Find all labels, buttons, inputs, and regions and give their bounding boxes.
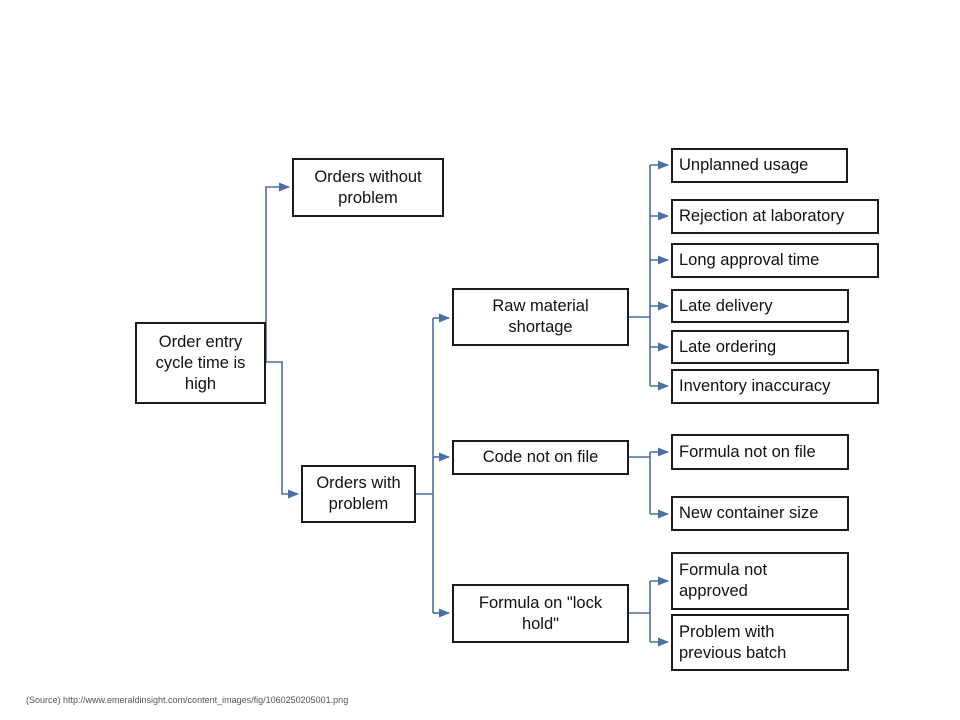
node-formula-not-approved: Formula not approved bbox=[671, 552, 849, 610]
node-label: Raw material shortage bbox=[492, 297, 589, 336]
node-label: Formula on "lock hold" bbox=[478, 593, 603, 633]
edge-root-to-without bbox=[265, 182, 291, 362]
node-late-ordering: Late ordering bbox=[671, 330, 849, 364]
node-label: Unplanned usage bbox=[679, 156, 809, 174]
node-formula-on-lock-hold: Formula on "lock hold" bbox=[452, 584, 629, 643]
node-code-not-on-file: Code not on file bbox=[452, 440, 629, 475]
node-late-delivery: Late delivery bbox=[671, 289, 849, 323]
node-label: Rejection at laboratory bbox=[679, 207, 845, 225]
source-citation: (Source) http://www.emeraldinsight.com/c… bbox=[26, 695, 349, 705]
node-label: Orders with problem bbox=[316, 474, 401, 513]
node-label: Formula not approved bbox=[679, 561, 768, 600]
node-label: Long approval time bbox=[679, 251, 820, 269]
node-unplanned-usage: Unplanned usage bbox=[671, 148, 848, 183]
edge-root-to-with bbox=[266, 361, 300, 499]
node-label: Late ordering bbox=[679, 337, 777, 356]
node-label: Late delivery bbox=[679, 296, 773, 315]
node-label: Formula not on file bbox=[679, 442, 816, 461]
node-label: Problem with previous batch bbox=[679, 622, 787, 662]
edge-lock-trunk bbox=[629, 581, 651, 642]
node-label: Code not on file bbox=[482, 448, 599, 466]
node-orders-with-problem: Orders with problem bbox=[301, 465, 416, 523]
node-label: New container size bbox=[679, 504, 819, 522]
node-label: Orders without problem bbox=[314, 167, 422, 207]
node-label: Order entry cycle time is high bbox=[155, 332, 246, 393]
node-label: Inventory inaccuracy bbox=[679, 377, 831, 395]
node-rejection-at-laboratory: Rejection at laboratory bbox=[671, 199, 879, 234]
edge-code-trunk bbox=[629, 452, 651, 514]
node-raw-material-shortage: Raw material shortage bbox=[452, 288, 629, 346]
node-long-approval-time: Long approval time bbox=[671, 243, 879, 278]
edge-with-trunk bbox=[416, 318, 434, 613]
node-order-entry-cycle-time: Order entry cycle time is high bbox=[135, 322, 266, 404]
edge-raw-trunk bbox=[629, 165, 651, 386]
node-problem-with-previous-batch: Problem with previous batch bbox=[671, 614, 849, 671]
node-orders-without-problem: Orders without problem bbox=[292, 158, 444, 217]
node-new-container-size: New container size bbox=[671, 496, 849, 531]
node-formula-not-on-file: Formula not on file bbox=[671, 434, 849, 470]
node-inventory-inaccuracy: Inventory inaccuracy bbox=[671, 369, 879, 404]
